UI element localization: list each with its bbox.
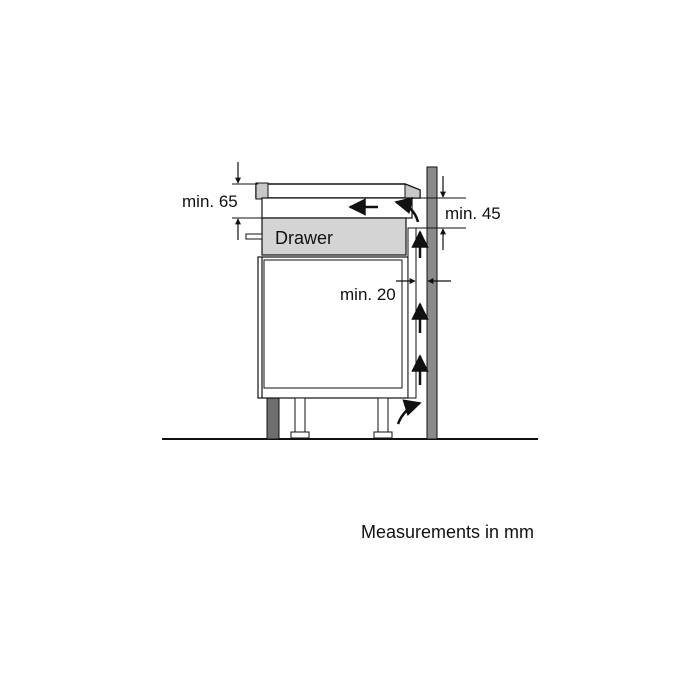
airflow-bottom-curve-arrow: [396, 399, 422, 425]
label-min-20: min. 20: [340, 285, 396, 304]
worktop-right-cap: [404, 183, 421, 199]
plinth: [266, 397, 280, 440]
drawer: [261, 217, 407, 256]
back-panel: [407, 227, 417, 399]
leg-rear-foot: [373, 431, 393, 439]
leg-front: [294, 397, 306, 434]
wall: [426, 166, 438, 440]
label-drawer: Drawer: [275, 228, 333, 248]
leg-rear: [377, 397, 389, 434]
label-min-65: min. 65: [182, 192, 238, 211]
leg-front-foot: [290, 431, 310, 439]
caption-measurements: Measurements in mm: [361, 522, 534, 542]
worktop: [255, 183, 421, 199]
label-min-45: min. 45: [445, 204, 501, 223]
cabinet-inner: [263, 259, 403, 389]
drawer-handle: [245, 233, 263, 240]
hob-body: [261, 197, 413, 219]
airflow-top-curve-arrow: [394, 196, 420, 223]
worktop-left-cap: [255, 182, 269, 200]
